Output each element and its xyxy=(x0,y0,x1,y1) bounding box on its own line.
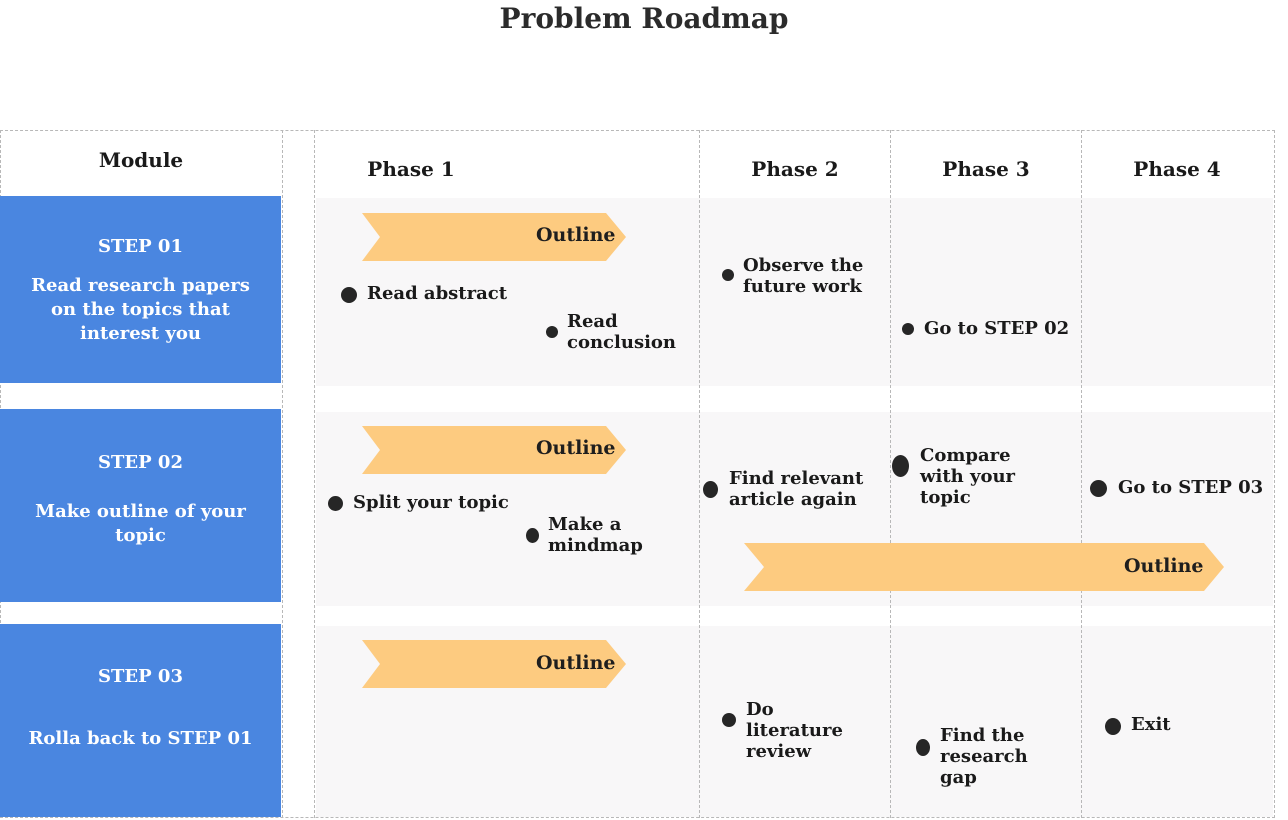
task-label: Do literature review xyxy=(746,699,843,762)
step-03-block: STEP 03 Rolla back to STEP 01 xyxy=(0,624,281,817)
outline-arrow-row2-phase2-4: Outline xyxy=(744,543,1224,591)
step-01-description: Read research papers on the topics that … xyxy=(31,275,250,344)
phase-1-header: Phase 1 xyxy=(367,157,455,181)
task-make-mindmap: Make a mindmap xyxy=(526,514,656,556)
bullet-dot xyxy=(916,739,930,756)
task-go-to-step-02: Go to STEP 02 xyxy=(902,318,1069,339)
bullet-dot xyxy=(902,323,914,335)
task-exit: Exit xyxy=(1105,714,1171,735)
outline-label: Outline xyxy=(536,437,616,459)
task-split-topic: Split your topic xyxy=(328,492,509,513)
bullet-dot xyxy=(703,481,718,498)
grid-line-phase1-start xyxy=(314,130,315,818)
phase-4-header: Phase 4 xyxy=(1133,157,1221,181)
task-label: Split your topic xyxy=(353,492,509,513)
task-label: Compare with your topic xyxy=(920,445,1016,508)
module-header: Module xyxy=(98,148,184,172)
outline-label: Outline xyxy=(1124,555,1204,577)
task-go-to-step-03: Go to STEP 03 xyxy=(1090,477,1263,498)
step-03-description: Rolla back to STEP 01 xyxy=(28,728,253,749)
step-02-description: Make outline of your topic xyxy=(35,501,246,546)
task-label: Find relevant article again xyxy=(729,468,864,510)
bullet-dot xyxy=(328,496,343,511)
task-label: Exit xyxy=(1131,714,1171,735)
bullet-dot xyxy=(1090,480,1107,497)
step-02-number: STEP 02 xyxy=(98,452,183,473)
step-03-number: STEP 03 xyxy=(98,666,183,687)
bullet-dot xyxy=(722,713,736,727)
bullet-dot xyxy=(722,269,734,281)
bullet-dot xyxy=(341,287,357,303)
phase-3-header: Phase 3 xyxy=(942,157,1030,181)
step-02-block: STEP 02 Make outline of your topic xyxy=(0,409,281,602)
task-find-research-gap: Find the research gap xyxy=(916,725,1076,788)
bullet-dot xyxy=(526,528,539,543)
phase-2-header: Phase 2 xyxy=(751,157,839,181)
bullet-dot xyxy=(1105,718,1121,735)
task-read-abstract: Read abstract xyxy=(341,283,507,304)
outline-arrow-row2-phase1: Outline xyxy=(362,426,626,474)
task-label: Make a mindmap xyxy=(548,514,643,556)
outline-arrow-row1-phase1: Outline xyxy=(362,213,626,261)
task-label: Go to STEP 02 xyxy=(924,318,1070,339)
task-label: Read conclusion xyxy=(567,311,677,353)
diagram-title: Problem Roadmap xyxy=(499,2,789,35)
task-literature-review: Do literature review xyxy=(722,699,882,762)
task-compare-topic: Compare with your topic xyxy=(892,445,1062,508)
task-observe-future-work: Observe the future work xyxy=(722,255,872,297)
task-label: Read abstract xyxy=(367,283,508,304)
outline-arrow-row3-phase1: Outline xyxy=(362,640,626,688)
task-label: Find the research gap xyxy=(940,725,1028,788)
outline-label: Outline xyxy=(536,652,616,674)
task-label: Observe the future work xyxy=(743,255,864,297)
outline-label: Outline xyxy=(536,224,616,246)
grid-line-module xyxy=(282,130,283,818)
step-01-block: STEP 01 Read research papers on the topi… xyxy=(0,196,281,383)
bullet-dot xyxy=(892,455,909,477)
task-label: Go to STEP 03 xyxy=(1118,477,1264,498)
step-01-number: STEP 01 xyxy=(98,236,183,257)
grid-line-phase2-start xyxy=(699,130,700,818)
task-read-conclusion: Read conclusion xyxy=(546,311,676,353)
grid-line-phase4-start xyxy=(1081,130,1082,818)
bullet-dot xyxy=(546,326,558,338)
task-find-relevant-article: Find relevant article again xyxy=(703,468,873,510)
grid-line-phase3-start xyxy=(890,130,891,818)
